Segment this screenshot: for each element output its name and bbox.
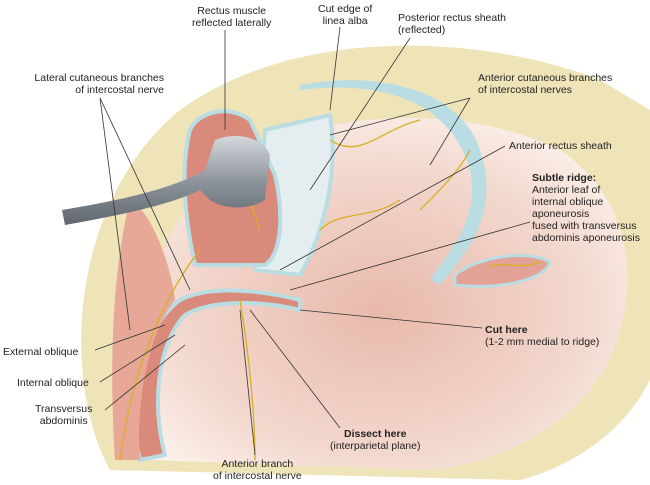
label-title: Cut here: [485, 324, 528, 336]
label-line: fused with transversus: [532, 220, 637, 232]
retractor: [62, 135, 270, 225]
label-title: Dissect here: [344, 428, 407, 440]
label-line: (1-2 mm medial to ridge): [485, 336, 600, 348]
label-line: aponeurosis: [532, 208, 590, 220]
label-line: Posterior rectus sheath: [398, 12, 506, 24]
right-rectus-section: [453, 254, 552, 288]
label-line: (reflected): [398, 24, 446, 36]
label-line: Anterior leaf of: [532, 184, 601, 196]
label-line: Lateral cutaneous branches: [34, 72, 164, 84]
label-subtle-ridge: Subtle ridge: Anterior leaf of internal …: [532, 172, 640, 244]
label-line: reflected laterally: [192, 17, 272, 29]
lateral-muscle: [112, 200, 175, 460]
label-external-oblique: External oblique: [3, 346, 79, 358]
label-line: of intercostal nerve: [75, 84, 164, 96]
nerves: [119, 119, 541, 461]
label-dissect-here: Dissect here(interparietal plane): [330, 428, 420, 452]
label-anterior-sheath: Anterior rectus sheath: [509, 140, 612, 152]
label-line: of intercostal nerves: [478, 84, 572, 96]
label-cut-here: Cut here(1-2 mm medial to ridge): [485, 324, 599, 348]
label-line: Anterior cutaneous branches: [478, 72, 613, 84]
leader-lines: [94, 26, 531, 456]
label-line: Cut edge of: [318, 3, 373, 15]
label-title: Subtle ridge:: [532, 172, 597, 184]
label-line: Anterior branch: [221, 458, 294, 470]
label-line: internal oblique: [532, 196, 604, 208]
label-posterior-sheath: Posterior rectus sheath(reflected): [398, 12, 506, 36]
label-line: abdominis: [39, 415, 88, 427]
label-line: of intercostal nerve: [213, 470, 302, 482]
label-line: Transversus: [35, 403, 93, 415]
label-line: linea alba: [322, 15, 368, 27]
label-internal-oblique: Internal oblique: [17, 377, 89, 389]
label-line: abdominis aponeurosis: [532, 232, 640, 244]
label-line: Rectus muscle: [197, 5, 267, 17]
label-line: (interparietal plane): [330, 440, 421, 452]
